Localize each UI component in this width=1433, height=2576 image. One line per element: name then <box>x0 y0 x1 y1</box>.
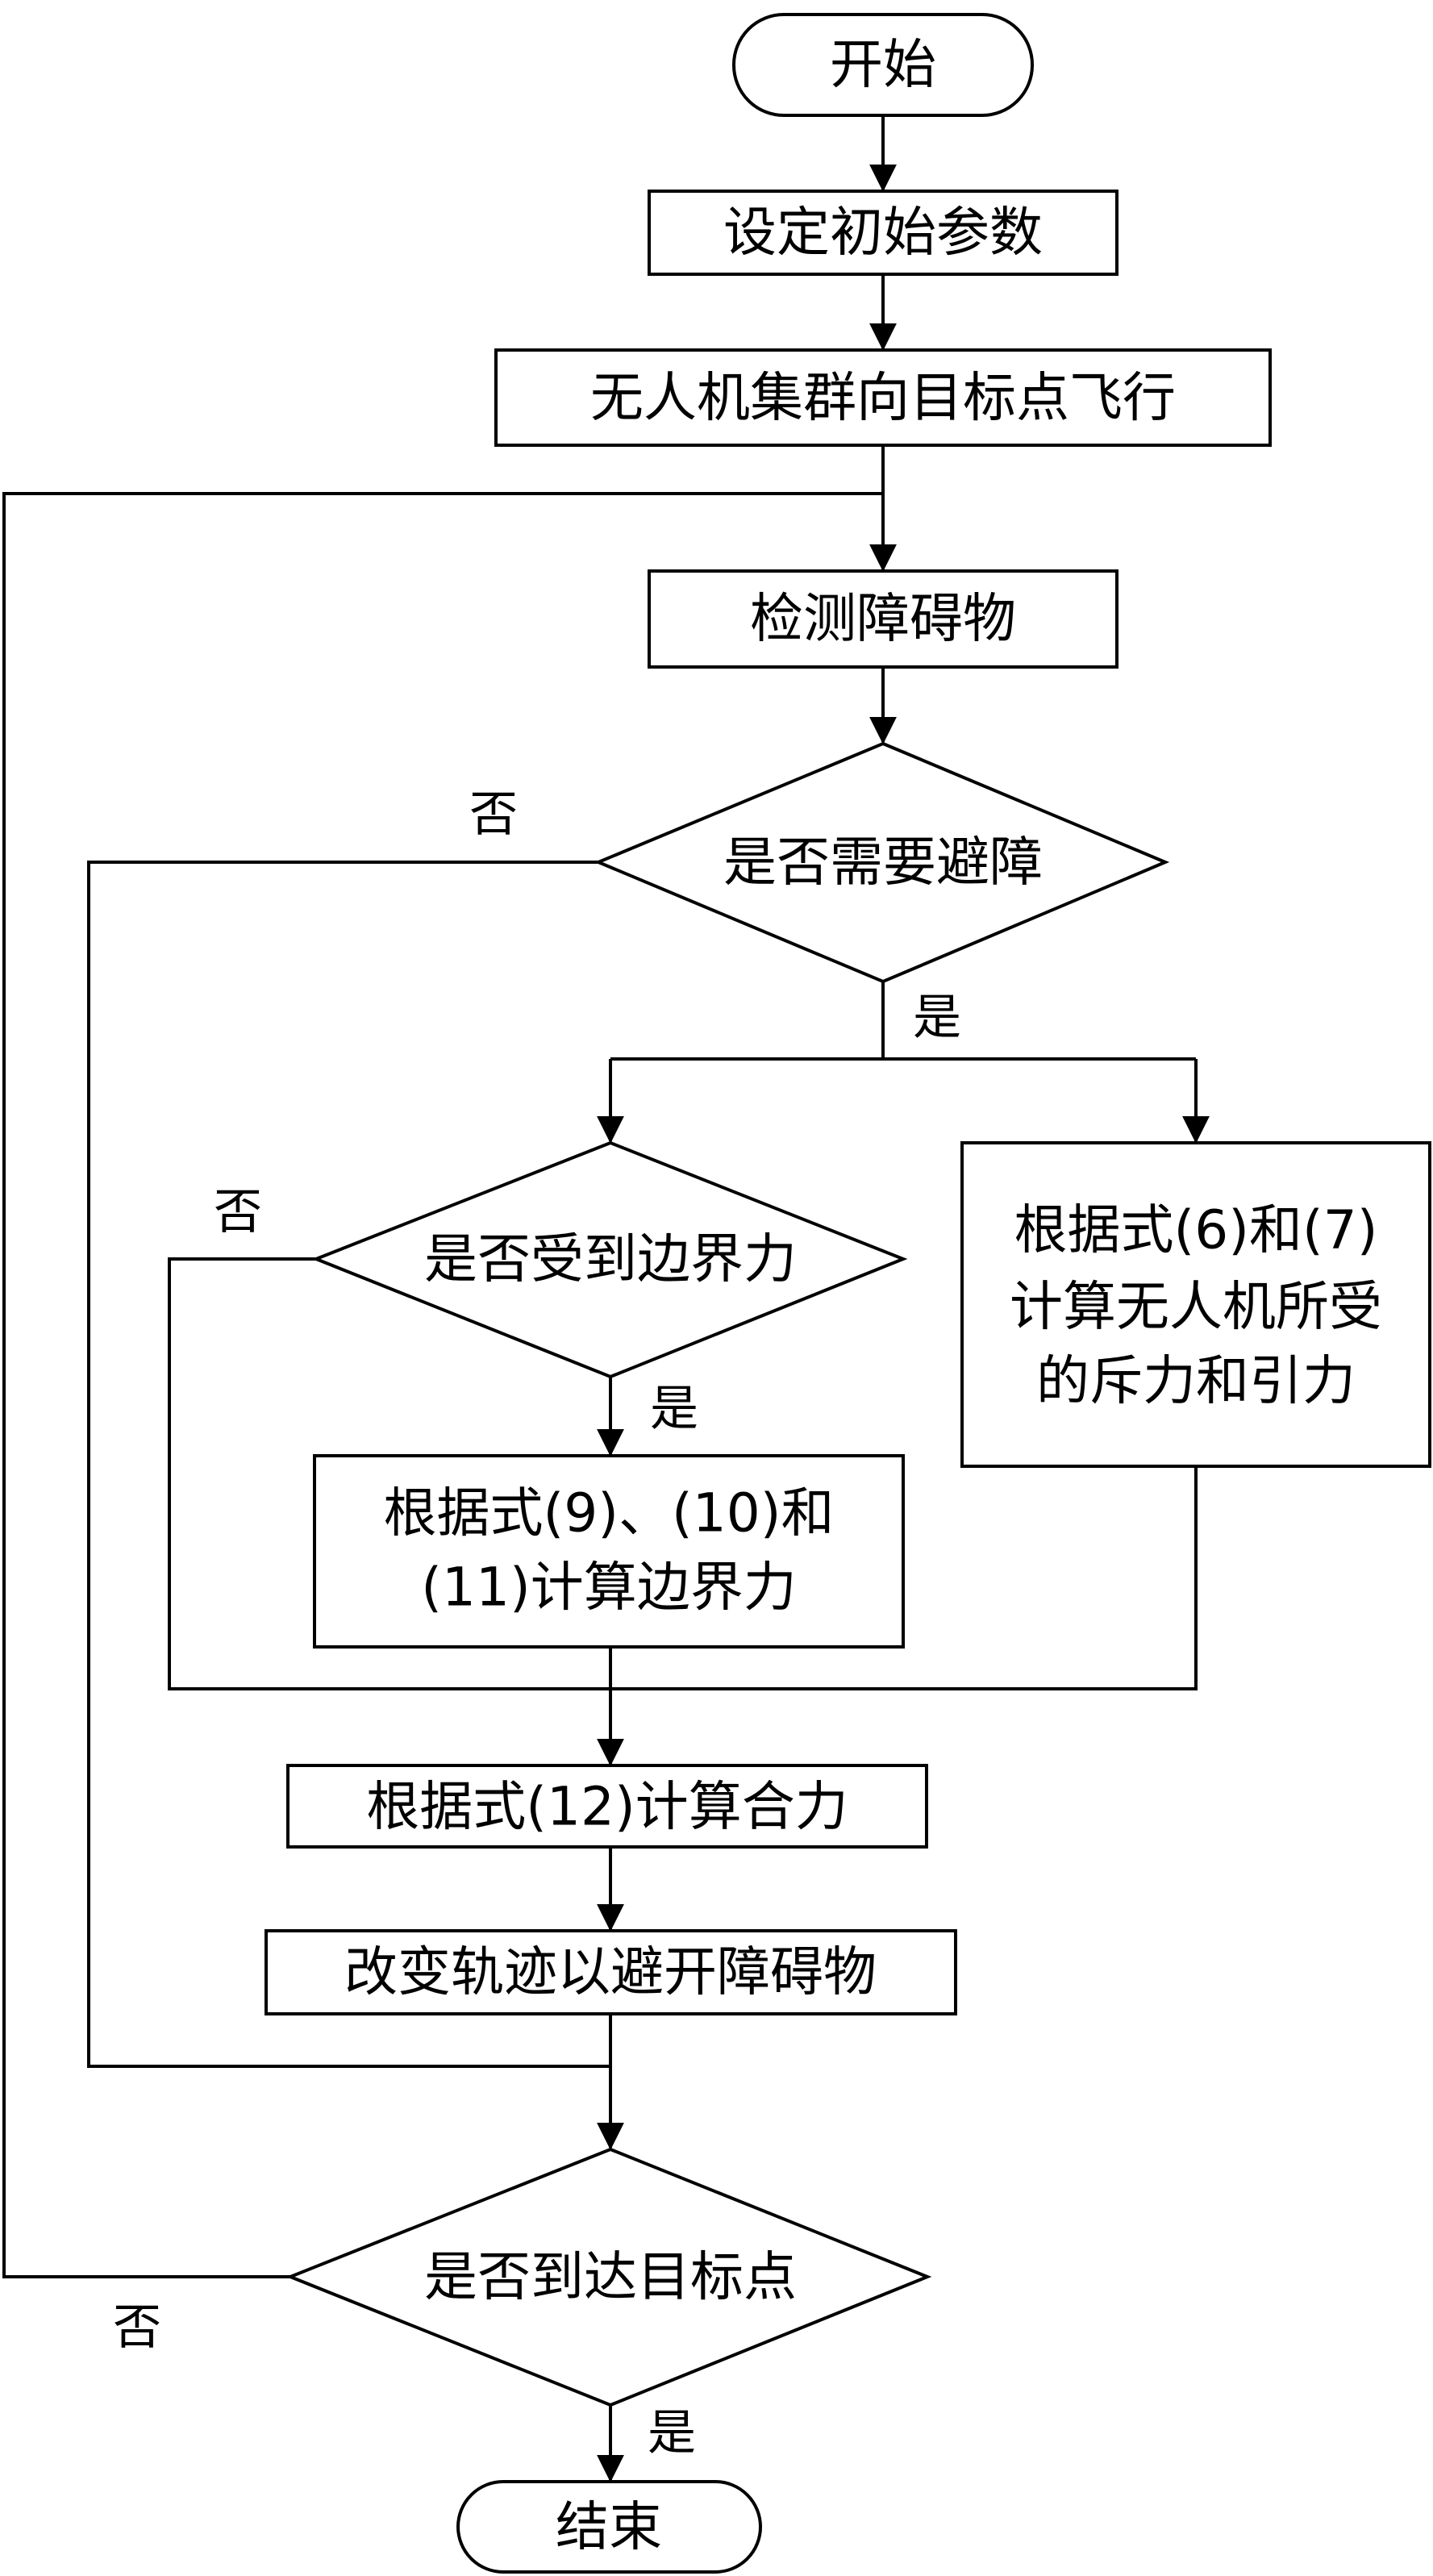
boundary-force-diamond <box>311 1140 908 1379</box>
change-trajectory-box <box>265 1929 957 2015</box>
calc-repulsion-line2: 计算无人机所受 <box>1010 1276 1382 1338</box>
node-boundary-force-q: 是否受到边界力 <box>311 1140 908 1379</box>
set-params-label: 设定初始参数 <box>723 202 1043 264</box>
node-detect-obstacle: 检测障碍物 <box>648 569 1118 669</box>
reach-target-label: 是否到达目标点 <box>424 2246 797 2308</box>
line-boundary-no <box>168 1257 610 1690</box>
label-boundary-no: 否 <box>214 1184 262 1240</box>
calc-repulsion-box <box>960 1141 1431 1468</box>
calc-repulsion-line1: 根据式(6)和(7) <box>1014 1199 1378 1261</box>
set-params-box <box>648 190 1118 276</box>
label-avoid-no: 否 <box>469 786 518 843</box>
node-calc-repulsion: 根据式(6)和(7) 计算无人机所受 的斥力和引力 <box>960 1141 1431 1468</box>
node-change-trajectory: 改变轨迹以避开障碍物 <box>265 1929 957 2015</box>
end-label: 结束 <box>556 2496 662 2558</box>
node-set-params: 设定初始参数 <box>648 190 1118 276</box>
node-end: 结束 <box>456 2480 762 2574</box>
branch-labels: 否 是 否 是 否 是 <box>113 786 961 2461</box>
detect-obstacle-box <box>648 569 1118 669</box>
calc-resultant-label: 根据式(12)计算合力 <box>366 1776 848 1838</box>
need-avoid-diamond <box>594 741 1170 984</box>
calc-boundary-box <box>313 1454 905 1649</box>
calc-repulsion-line3: 的斥力和引力 <box>1036 1350 1356 1412</box>
node-need-avoid: 是否需要避障 <box>594 741 1170 984</box>
connectors <box>2 117 1210 2482</box>
detect-obstacle-label: 检测障碍物 <box>750 588 1016 650</box>
calc-boundary-line2: (11)计算边界力 <box>421 1557 796 1619</box>
line-repulsion-down <box>610 1466 1198 1690</box>
fly-to-target-box <box>494 348 1272 447</box>
line-reach-no <box>2 492 883 2278</box>
node-start: 开始 <box>732 13 1034 117</box>
label-reach-yes: 是 <box>648 2405 696 2461</box>
change-trajectory-label: 改变轨迹以避开障碍物 <box>344 1941 877 2003</box>
label-avoid-yes: 是 <box>913 990 961 1046</box>
fly-to-target-label: 无人机集群向目标点飞行 <box>590 367 1176 429</box>
need-avoid-label: 是否需要避障 <box>723 832 1043 894</box>
node-calc-resultant: 根据式(12)计算合力 <box>286 1764 928 1849</box>
calc-boundary-line1: 根据式(9)、(10)和 <box>384 1482 835 1544</box>
start-terminal <box>732 13 1034 117</box>
label-boundary-yes: 是 <box>650 1381 698 1437</box>
start-label: 开始 <box>830 34 936 96</box>
calc-resultant-box <box>286 1764 928 1849</box>
line-avoid-no <box>87 861 610 2068</box>
node-calc-boundary: 根据式(9)、(10)和 (11)计算边界力 <box>313 1454 905 1649</box>
reach-target-diamond <box>285 2147 932 2407</box>
node-fly-to-target: 无人机集群向目标点飞行 <box>494 348 1272 447</box>
node-reach-target-q: 是否到达目标点 <box>285 2147 932 2407</box>
end-terminal <box>456 2480 762 2574</box>
label-reach-no: 否 <box>113 2299 161 2356</box>
boundary-force-label: 是否受到边界力 <box>424 1228 797 1290</box>
